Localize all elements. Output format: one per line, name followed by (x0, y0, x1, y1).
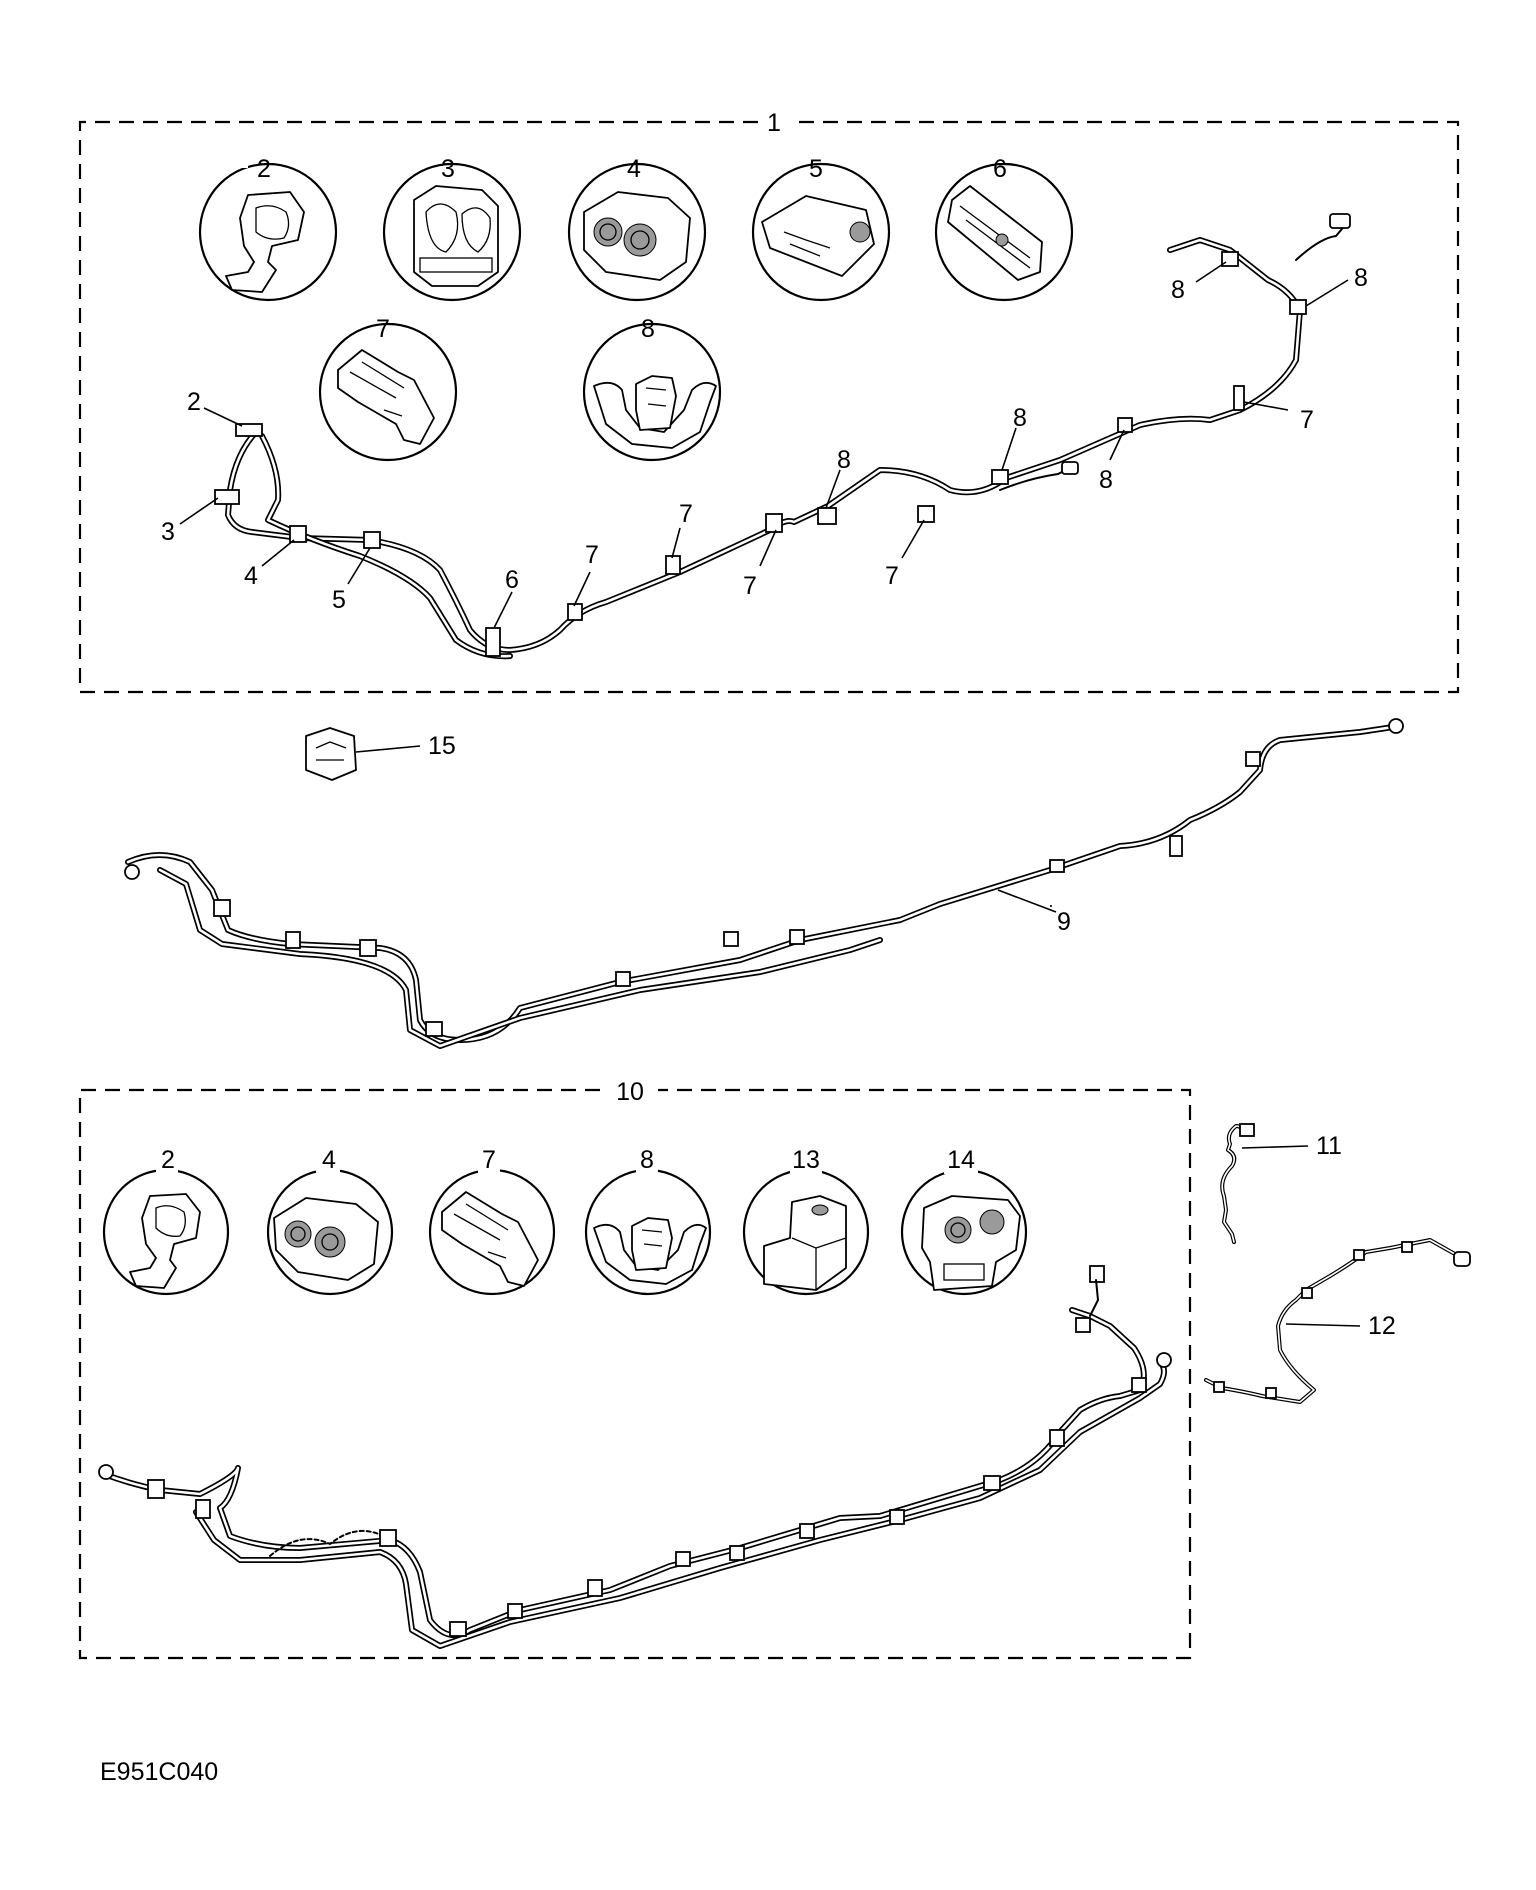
callout-8a: 8 (837, 446, 851, 474)
kit-10-bubble-clip-4: 4 (266, 1146, 394, 1296)
callout-5: 5 (332, 586, 346, 614)
callout-12: 12 (1368, 1312, 1396, 1340)
kit-1-bubble-label-8: 8 (641, 315, 655, 343)
kit-1-bubble-label-5: 5 (809, 155, 823, 183)
kit-10-bubble-label-13: 13 (792, 1146, 820, 1174)
kit-1-bubble-clip-2: 2 (198, 150, 338, 302)
callout-7c: 7 (743, 572, 757, 600)
kit-10-bubble-label-4: 4 (322, 1146, 336, 1174)
kit-10-bubble-clip-2: 2 (102, 1146, 230, 1296)
callout-7a: 7 (585, 541, 599, 569)
part-15-clip: 15 (305, 727, 456, 781)
callout-3: 3 (161, 518, 175, 546)
drawing-code: E951C040 (100, 1758, 218, 1786)
callout-8c: 8 (1099, 466, 1113, 494)
kit-1-bubble-label-4: 4 (627, 155, 641, 183)
kit-1-bubble-label-2: 2 (257, 155, 271, 183)
callout-8d: 8 (1354, 264, 1368, 292)
callout-7d: 7 (885, 562, 899, 590)
part-11-pipe: 11 (1220, 1123, 1342, 1244)
kit-1-bubble-label-6: 6 (993, 155, 1007, 183)
kit-10-pipe-assembly (98, 1265, 1172, 1649)
part-12-wire: 12 (1204, 1238, 1471, 1404)
kit-1-label: 1 (767, 109, 781, 137)
kit-10-bubble-label-14: 14 (947, 1146, 975, 1174)
callout-7b: 7 (679, 500, 693, 528)
kit-10-frame: 10 (78, 1078, 1192, 1660)
kit-1-callouts: 2 3 4 5 6 7 7 7 7 8 8 8 7 8 8 (161, 261, 1368, 629)
callout-9: 9 (1057, 908, 1071, 936)
kit-1-bubble-clip-6: 6 (934, 155, 1074, 302)
kit-1-bubble-clip-3: 3 (382, 155, 522, 302)
kit-1-bubble-label-7: 7 (376, 315, 390, 343)
kit-10-bubble-clip-13: 13 (742, 1146, 870, 1296)
callout-15: 15 (428, 732, 456, 760)
kit-10-label: 10 (616, 1078, 644, 1106)
callout-6: 6 (505, 566, 519, 594)
kit-1-pipe-assembly (214, 213, 1351, 660)
kit-10-bubble-clip-7: 7 (428, 1146, 556, 1296)
kit-10-bubble-clip-8: 8 (584, 1146, 712, 1296)
kit-1-bubble-clip-4: 4 (567, 155, 707, 302)
kit-1-bubble-label-3: 3 (441, 155, 455, 183)
kit-1-bubble-clip-7: 7 (318, 315, 458, 462)
kit-1-bubble-clip-5: 5 (751, 155, 891, 302)
callout-4: 4 (244, 562, 258, 590)
kit-10-bubble-label-2: 2 (161, 1146, 175, 1174)
callout-2: 2 (187, 388, 201, 416)
kit-10-bubble-label-8: 8 (640, 1146, 654, 1174)
kit-10-bubble-clip-14: 14 (900, 1146, 1028, 1296)
callout-11: 11 (1316, 1132, 1342, 1160)
kit-1-frame: 1 (78, 109, 1460, 694)
kit-1-bubble-clip-8: 8 (582, 315, 722, 462)
callout-8b: 8 (1013, 404, 1027, 432)
part-9-pipe: 9 (124, 718, 1404, 1049)
callout-8e: 8 (1171, 276, 1185, 304)
kit-10-bubble-label-7: 7 (482, 1146, 496, 1174)
callout-7e: 7 (1300, 406, 1314, 434)
